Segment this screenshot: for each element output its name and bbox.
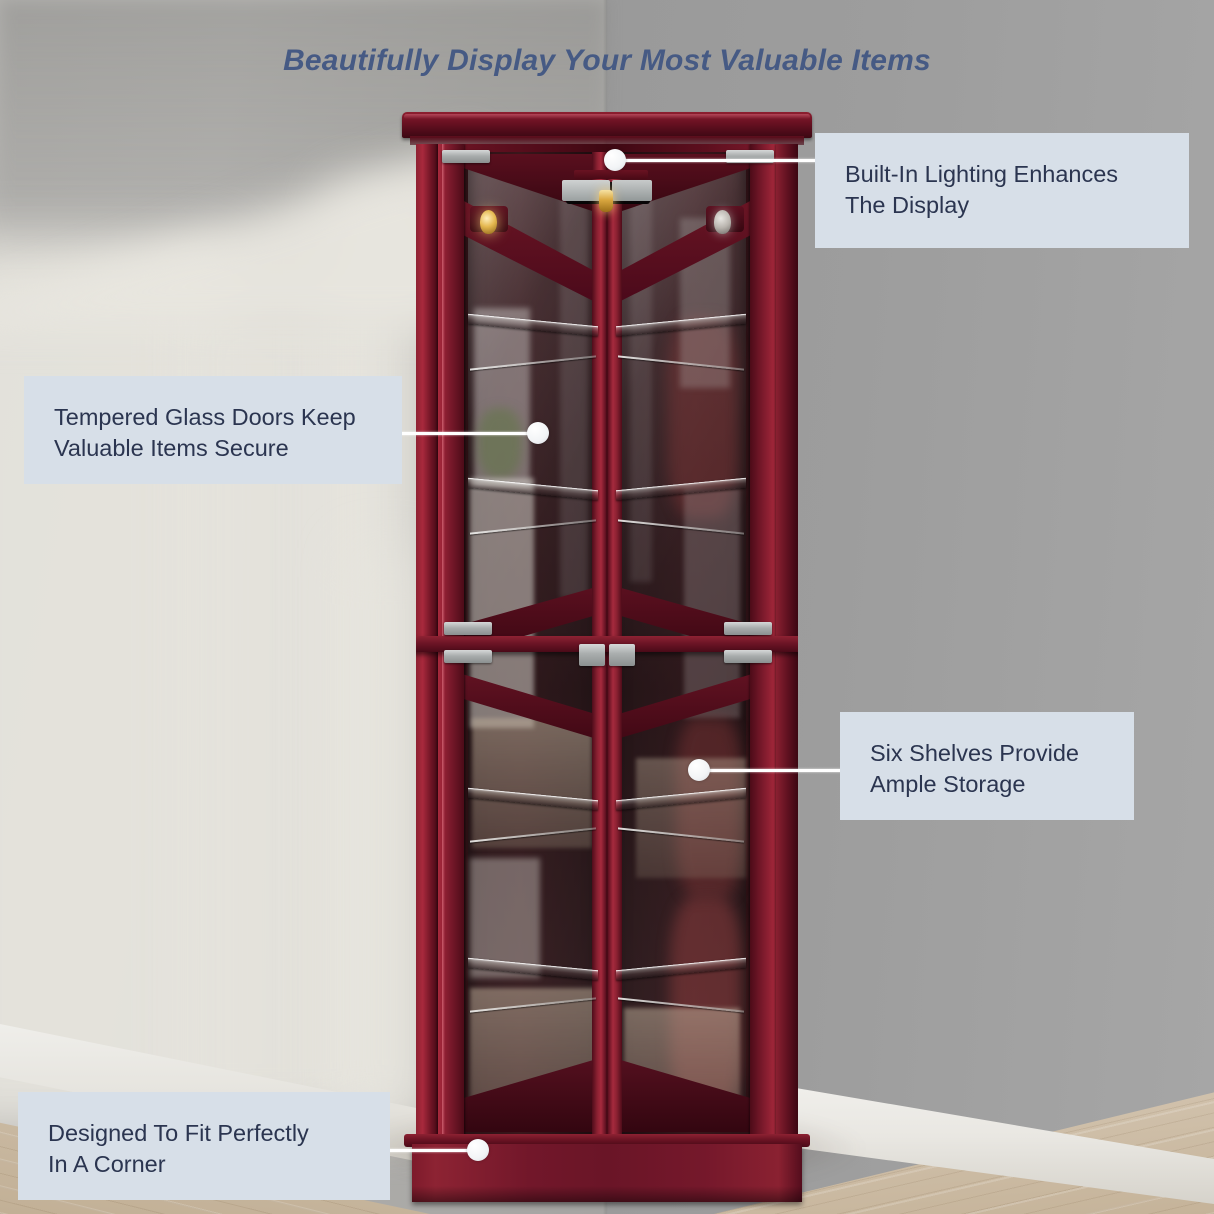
door-hinge [724,650,772,663]
light-mount-plate [562,180,610,201]
callout-dot-lighting [604,149,626,171]
corner-display-cabinet [398,112,816,1202]
callout-corner-fit: Designed To Fit Perfectly In A Corner [18,1092,390,1200]
crown-molding [402,112,812,138]
base-plinth [412,1144,802,1202]
cabinet-carcass [416,144,798,1144]
leader-line-glass-doors [390,432,545,435]
plinth-top-molding [404,1134,810,1147]
mid-rail [416,636,798,652]
door-hinge [444,622,492,635]
door-hinge [724,622,772,635]
door-hinge [609,644,635,666]
page-title: Beautifully Display Your Most Valuable I… [283,44,931,77]
door-hinge [442,150,490,163]
door-hinge [444,650,492,663]
plinth-shading [412,1186,802,1202]
callout-glass-doors: Tempered Glass Doors Keep Valuable Items… [24,376,402,484]
leader-line-lighting [613,159,818,162]
callout-shelves: Six Shelves Provide Ample Storage [840,712,1134,820]
light-bulb-icon [480,210,497,234]
light-bulb-icon [714,210,731,234]
light-mount-plate [612,180,652,201]
leader-line-corner-fit [382,1149,478,1152]
callout-dot-corner-fit [467,1139,489,1161]
brass-strip [574,170,648,179]
window-light-diagonal [0,120,480,330]
callout-dot-shelves [688,759,710,781]
glass-reflection [470,858,540,978]
callout-lighting: Built-In Lighting Enhances The Display [815,133,1189,248]
warm-reflection [676,718,742,898]
leader-line-shelves [700,769,842,772]
glass-highlight [560,178,588,598]
floor-reflection [472,718,592,848]
light-bulb-icon [599,190,613,212]
plant-reflection [478,408,522,478]
crown-lip [410,136,804,145]
callout-dot-glass-doors [527,422,549,444]
door-hinge [579,644,605,666]
